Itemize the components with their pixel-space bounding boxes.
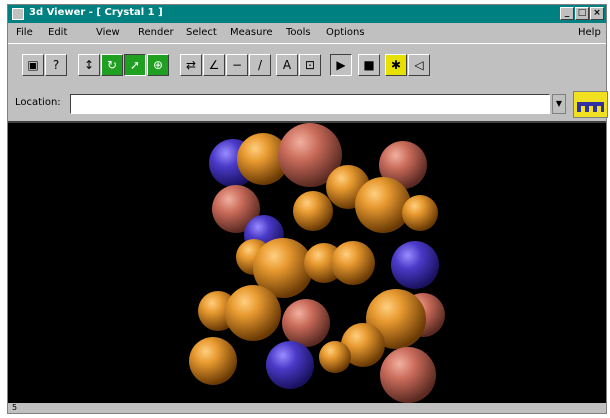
minus-icon[interactable]: − bbox=[226, 54, 248, 76]
star-icon[interactable]: ✱ bbox=[385, 54, 407, 76]
menu-measure[interactable]: Measure bbox=[230, 27, 273, 38]
label-icon[interactable]: A bbox=[276, 54, 298, 76]
status-bar: 5 bbox=[8, 403, 606, 413]
menu-render[interactable]: Render bbox=[138, 27, 174, 38]
location-label: Location: bbox=[15, 97, 61, 108]
rotate-icon[interactable]: ↻ bbox=[101, 54, 123, 76]
title-bar[interactable]: 3d Viewer - [ Crystal 1 ] _ □ × bbox=[8, 5, 606, 23]
back-icon[interactable]: ◁ bbox=[408, 54, 430, 76]
measure-distance-icon[interactable]: ⇄ bbox=[180, 54, 202, 76]
atom-pink bbox=[278, 123, 342, 187]
atom-pink bbox=[380, 347, 436, 403]
translate-icon[interactable]: ↕ bbox=[78, 54, 100, 76]
menu-tools[interactable]: Tools bbox=[286, 27, 311, 38]
measure-angle-icon[interactable]: ∠ bbox=[203, 54, 225, 76]
molecule-model bbox=[189, 123, 445, 403]
atom-pink bbox=[379, 141, 427, 189]
app-window: 3d Viewer - [ Crystal 1 ] _ □ × File Edi… bbox=[7, 4, 608, 414]
atom-group bbox=[189, 123, 445, 403]
maximize-button[interactable]: □ bbox=[575, 7, 589, 20]
atom-orange bbox=[341, 323, 385, 367]
minimize-button[interactable]: _ bbox=[560, 7, 574, 20]
status-text: 5 bbox=[12, 403, 18, 412]
atom-orange bbox=[237, 133, 289, 185]
play-icon[interactable]: ▶ bbox=[330, 54, 352, 76]
bond-icon[interactable]: / bbox=[249, 54, 271, 76]
atom-orange bbox=[253, 238, 313, 298]
location-bar: Location: ▼ bbox=[8, 91, 608, 118]
app-icon[interactable] bbox=[12, 8, 24, 20]
atom-orange bbox=[331, 241, 375, 285]
image-icon[interactable]: ▣ bbox=[22, 54, 44, 76]
box-icon[interactable]: ⊡ bbox=[299, 54, 321, 76]
toolbar: ▣ ? ↕ ↻ ➚ ⊕ ⇄ ∠ − / A ⊡ ▶ ■ ✱ ◁ bbox=[8, 43, 606, 83]
atom-orange bbox=[402, 195, 438, 231]
menu-view[interactable]: View bbox=[96, 27, 120, 38]
atom-blue bbox=[266, 341, 314, 389]
atom-orange bbox=[355, 177, 411, 233]
close-button[interactable]: × bbox=[590, 7, 604, 20]
window-title: 3d Viewer - [ Crystal 1 ] bbox=[29, 7, 163, 18]
atom-orange bbox=[293, 191, 333, 231]
zoom-icon[interactable]: ⊕ bbox=[147, 54, 169, 76]
molecule-viewport[interactable] bbox=[8, 121, 606, 403]
app-logo bbox=[573, 91, 608, 118]
menu-select[interactable]: Select bbox=[186, 27, 217, 38]
question-icon[interactable]: ? bbox=[45, 54, 67, 76]
menu-options[interactable]: Options bbox=[326, 27, 365, 38]
location-dropdown-icon[interactable]: ▼ bbox=[552, 94, 566, 114]
menu-help[interactable]: Help bbox=[578, 27, 601, 38]
arrow-icon[interactable]: ➚ bbox=[124, 54, 146, 76]
atom-blue bbox=[391, 241, 439, 289]
atom-orange bbox=[225, 285, 281, 341]
atom-orange bbox=[319, 341, 351, 373]
location-input[interactable] bbox=[70, 94, 550, 114]
menu-bar: File Edit View Render Select Measure Too… bbox=[8, 25, 606, 41]
atom-orange bbox=[189, 337, 237, 385]
menu-file[interactable]: File bbox=[16, 27, 33, 38]
menu-edit[interactable]: Edit bbox=[48, 27, 68, 38]
stop-icon[interactable]: ■ bbox=[358, 54, 380, 76]
atom-pink bbox=[212, 185, 260, 233]
atom-pink bbox=[282, 299, 330, 347]
